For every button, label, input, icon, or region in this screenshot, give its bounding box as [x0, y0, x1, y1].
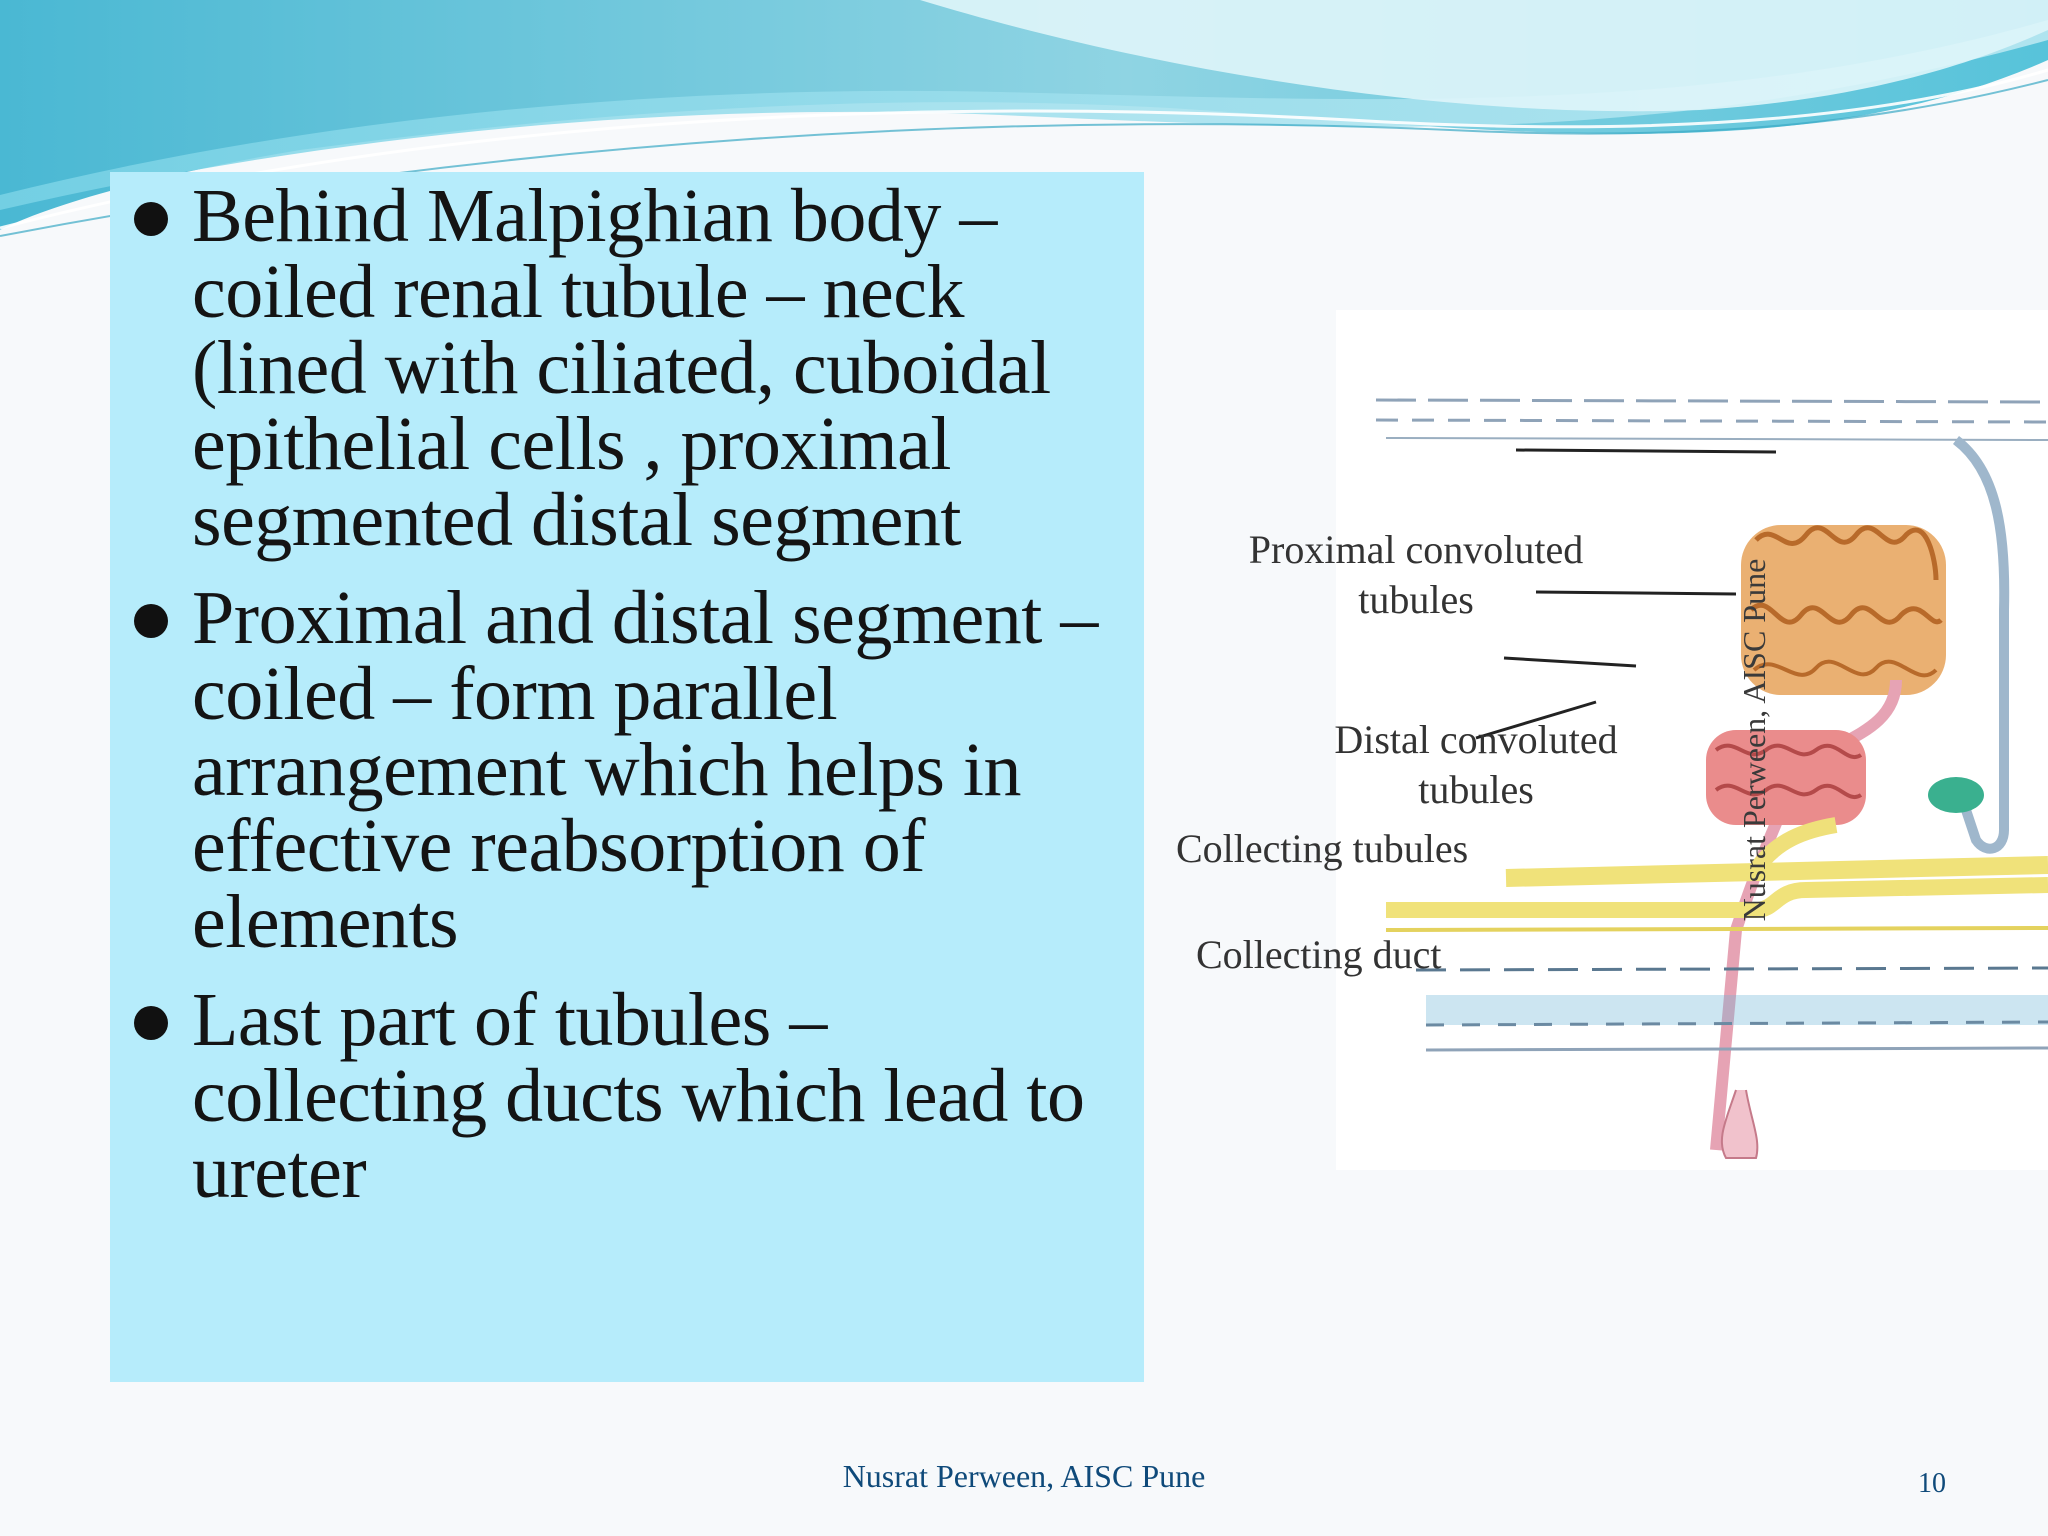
proximal-tubule-shape [1741, 525, 1946, 695]
label-distal-line2: tubules [1418, 767, 1534, 812]
label-proximal-convoluted: Proximal convoluted tubules [1216, 525, 1616, 625]
bullet-text: Proximal and distal segment –coiled – fo… [192, 576, 1098, 964]
label-distal-convoluted: Distal convoluted tubules [1276, 715, 1676, 815]
bullet-dot-icon [134, 1006, 168, 1040]
bullet-dot-icon [134, 604, 168, 638]
label-collecting-tubules: Collecting tubules [1176, 826, 1469, 871]
footer-author: Nusrat Perween, AISC Pune [842, 1458, 1206, 1494]
bullet-text: Last part of tubules – collecting ducts … [192, 978, 1085, 1214]
page-number: 10 [1918, 1468, 1946, 1499]
header-wave-decoration [0, 0, 2048, 237]
bullet-dot-icon [134, 202, 168, 236]
bullet-item: Behind Malpighian body – coiled renal tu… [134, 178, 1124, 558]
kidney-tubule-diagram: Proximal convoluted tubules Distal convo… [1176, 310, 2048, 1170]
bullet-item: Last part of tubules – collecting ducts … [134, 982, 1124, 1210]
bullet-list: Behind Malpighian body – coiled renal tu… [134, 178, 1124, 1210]
label-proximal-line1: Proximal convoluted [1248, 527, 1584, 572]
diagram-watermark: Nusrat Perween, AISC Pune [1736, 558, 1772, 922]
label-distal-line1: Distal convoluted [1334, 717, 1618, 762]
bullet-item: Proximal and distal segment –coiled – fo… [134, 580, 1124, 960]
distal-tubule-shape [1706, 730, 1866, 825]
content-text-box: Behind Malpighian body – coiled renal tu… [110, 172, 1144, 1382]
label-proximal-line2: tubules [1358, 577, 1474, 622]
tubule-illustration [1375, 398, 2048, 1159]
bullet-text: Behind Malpighian body – coiled renal tu… [192, 174, 1051, 562]
label-collecting-duct: Collecting duct [1196, 932, 1442, 977]
